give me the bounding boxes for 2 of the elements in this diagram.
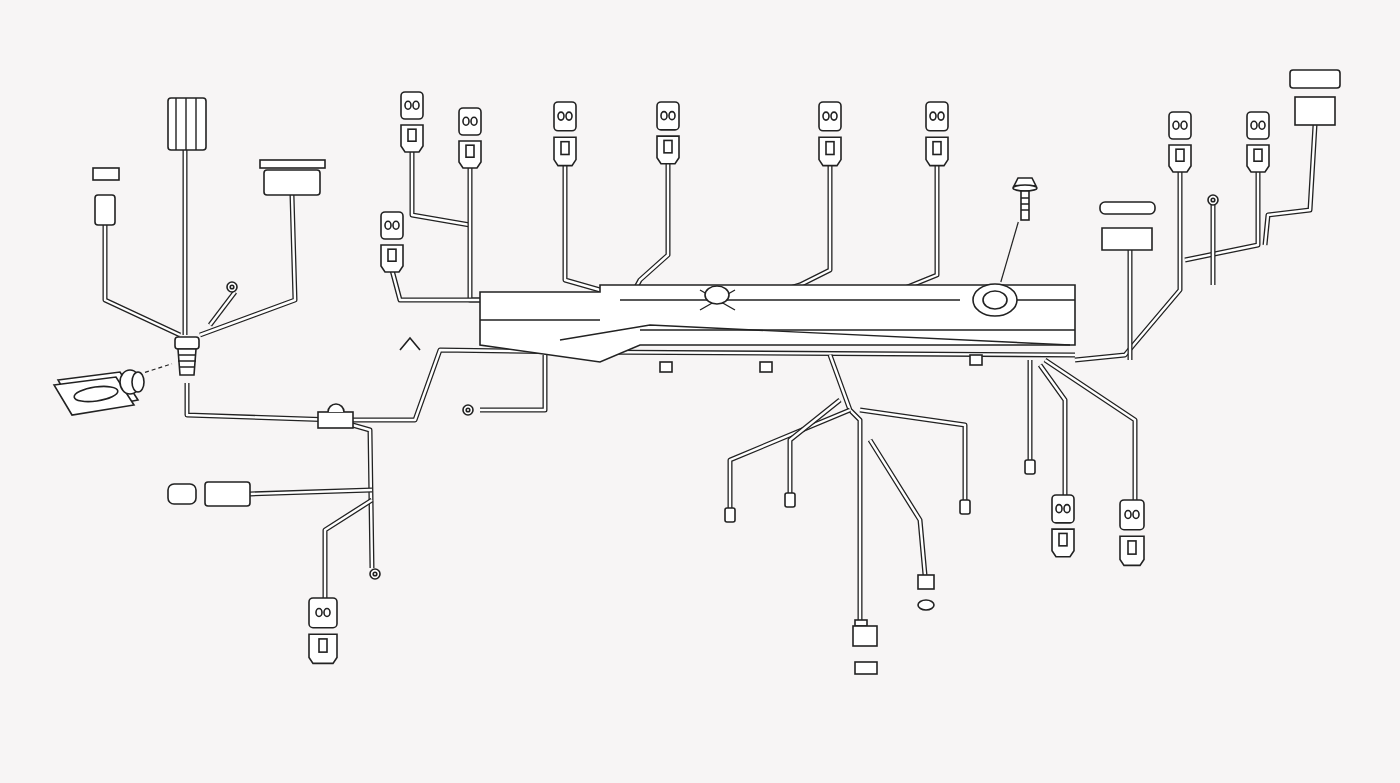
bolt-drawing <box>1012 176 1038 222</box>
leader-line <box>1000 221 1019 283</box>
